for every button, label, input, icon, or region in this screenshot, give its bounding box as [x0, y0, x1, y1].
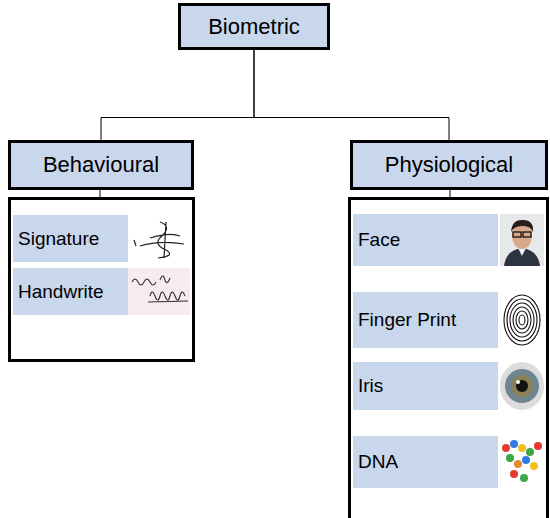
trait-band: Signature	[13, 215, 128, 262]
node-label: Behavioural	[43, 152, 159, 177]
face-picture	[500, 214, 544, 266]
node-label: Biometric	[208, 14, 300, 39]
group-frame	[350, 199, 548, 518]
node-label: Iris	[358, 375, 383, 397]
trait-band: Finger Print	[353, 292, 498, 348]
node-label: Handwrite	[18, 281, 104, 303]
node-label: Finger Print	[358, 309, 456, 331]
root-box: Biometric	[178, 3, 330, 50]
trait-band: DNA	[353, 436, 498, 488]
node-label: Face	[358, 229, 400, 251]
node-label: Signature	[18, 228, 99, 250]
tree-stub	[100, 190, 101, 197]
tree-connector	[101, 50, 254, 140]
trait-band: Face	[353, 214, 498, 266]
tree-stub	[450, 190, 451, 197]
group-frame	[10, 199, 194, 361]
category-box: Behavioural	[8, 140, 194, 190]
trait-band: Iris	[353, 362, 498, 410]
handwriting-picture	[128, 268, 190, 315]
iris-picture	[500, 362, 544, 410]
trait-band: Handwrite	[13, 268, 128, 315]
category-box: Physiological	[350, 140, 548, 190]
signature-picture	[128, 215, 190, 262]
tree-connector	[254, 50, 449, 140]
dna-picture	[502, 440, 542, 482]
node-label: Physiological	[385, 152, 513, 177]
node-label: DNA	[358, 451, 398, 473]
fingerprint-picture	[504, 295, 540, 345]
